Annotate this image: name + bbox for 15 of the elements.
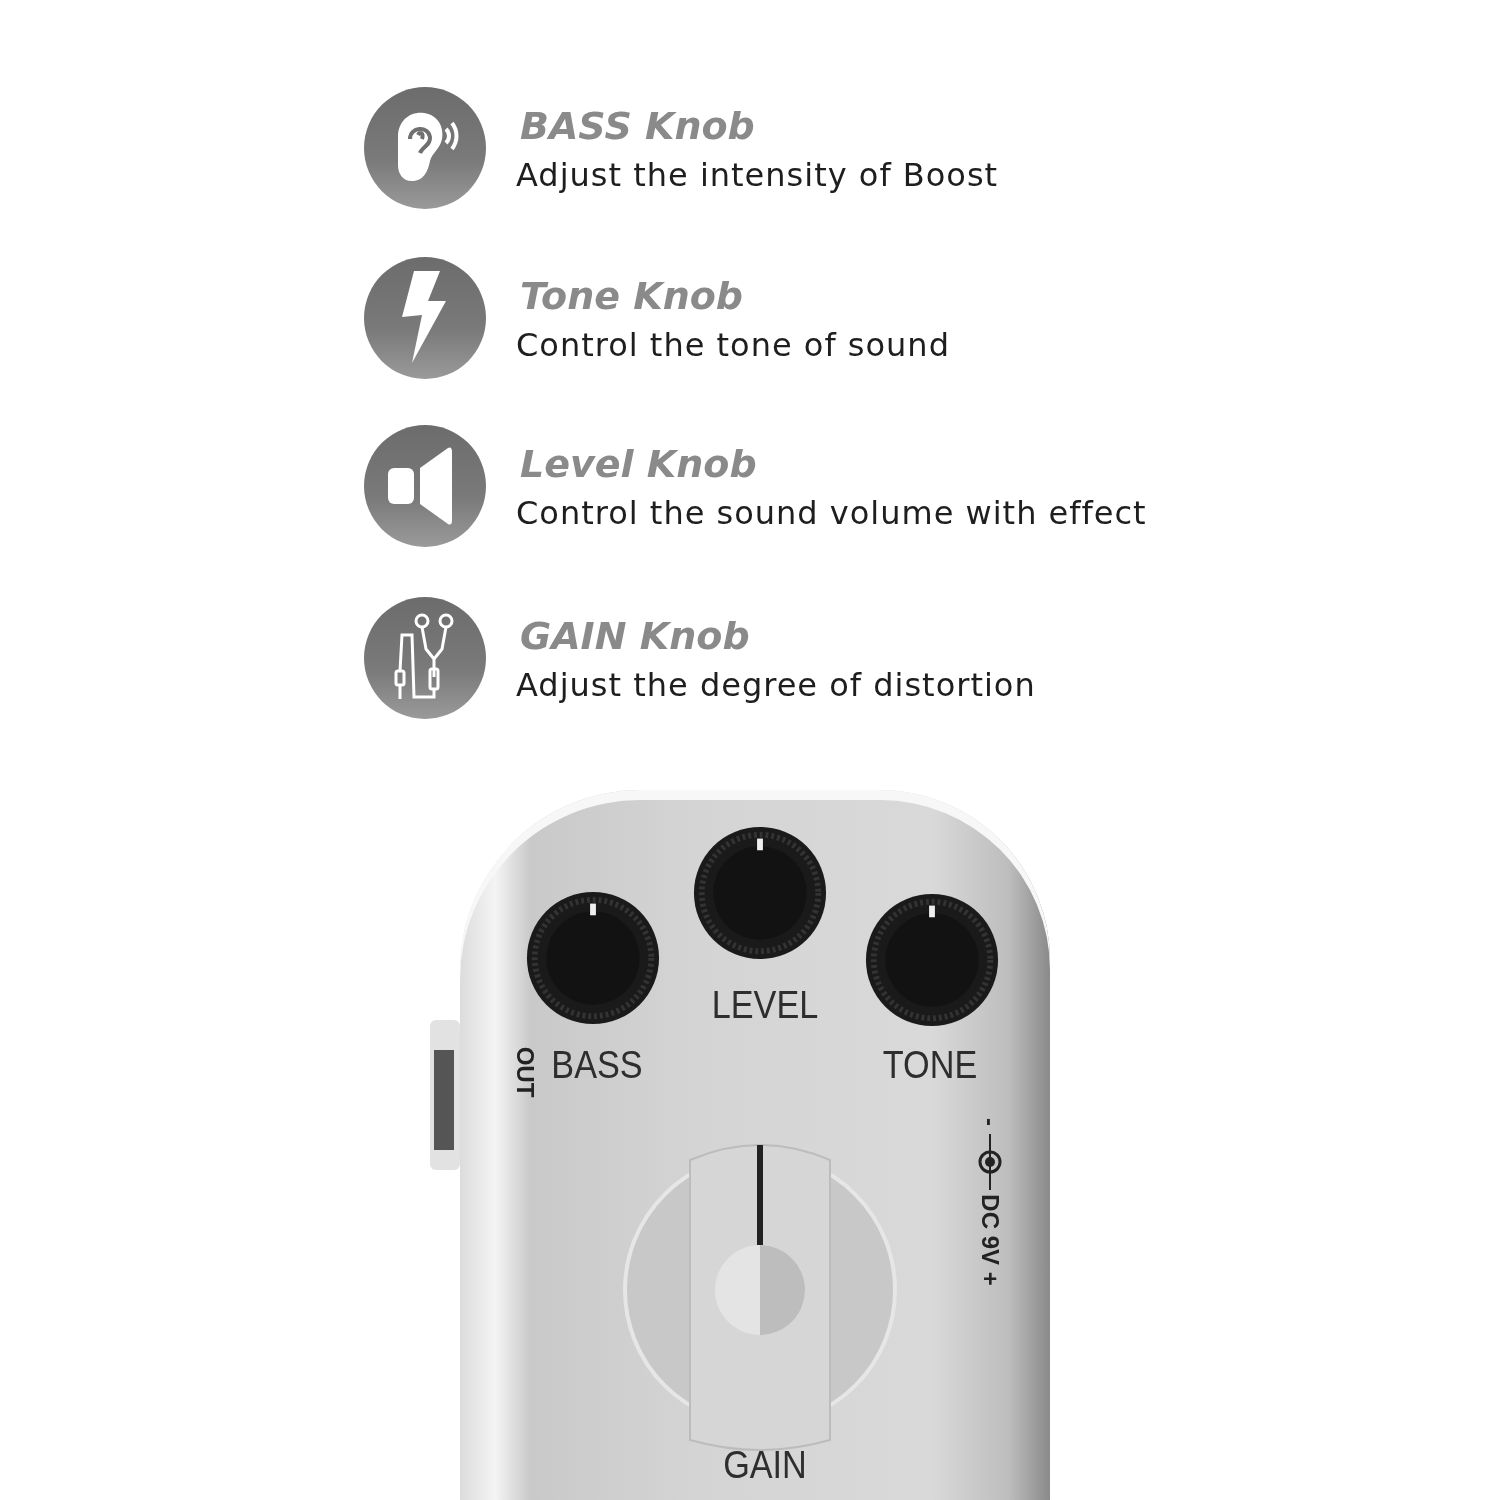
feature-heading: BASS Knob: [520, 104, 755, 148]
feature-heading: Tone Knob: [520, 274, 743, 318]
knob-label: GAIN: [723, 1443, 807, 1487]
feature-description: Control the tone of sound: [516, 326, 950, 364]
knob-label: LEVEL: [711, 983, 819, 1027]
knob-label: TONE: [882, 1043, 978, 1087]
feature-description: Control the sound volume with effect: [516, 494, 1147, 532]
feature-heading: GAIN Knob: [520, 614, 750, 658]
feature-description: Adjust the intensity of Boost: [516, 156, 999, 194]
jack-label: OUT: [511, 1046, 539, 1098]
feature-heading: Level Knob: [520, 442, 757, 486]
knob-label: BASS: [551, 1043, 643, 1087]
polarity-label: -: [976, 1118, 1004, 1126]
feature-description: Adjust the degree of distortion: [516, 666, 1036, 704]
power-label: DC 9V +: [976, 1194, 1004, 1286]
